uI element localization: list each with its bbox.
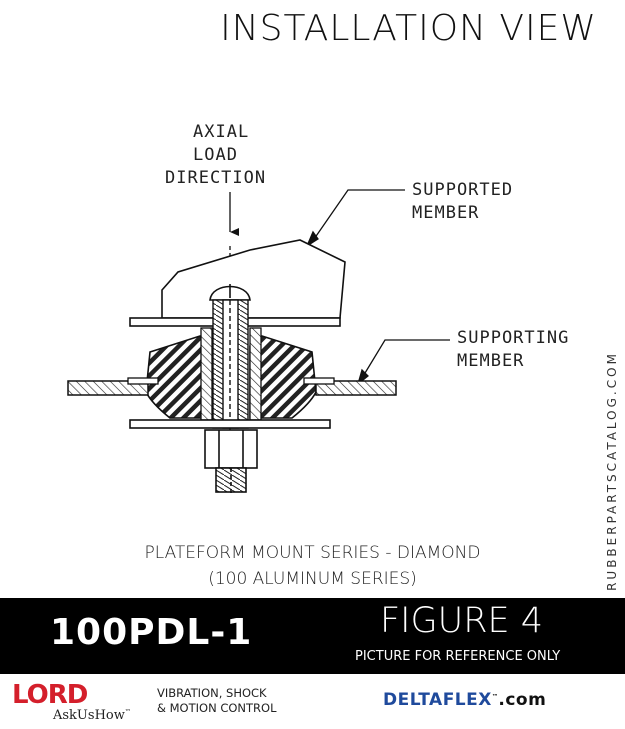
axial-load-label-line1: AXIAL xyxy=(193,122,249,142)
deltaflex-part-1: DELTA xyxy=(383,690,443,710)
part-number: 100PDL-1 xyxy=(50,612,253,653)
supporting-member-label-line1: SUPPORTING xyxy=(457,328,569,348)
deltaflex-logo[interactable]: DELTAFLEX™.com xyxy=(383,690,546,710)
plate-edges xyxy=(127,377,335,385)
lord-tagline: AskUsHow™ xyxy=(53,708,131,723)
watermark: RUBBERPARTSCATALOG.COM xyxy=(605,346,619,596)
caption-line-1: PLATEFORM MOUNT SERIES - DIAMOND xyxy=(144,543,481,563)
vibration-line-2: & MOTION CONTROL xyxy=(157,701,277,715)
lord-tagline-mark: ™ xyxy=(124,708,131,716)
nut xyxy=(204,429,258,494)
figure-label: FIGURE 4 xyxy=(380,601,544,641)
deltaflex-part-2: FLEX xyxy=(442,690,492,710)
axial-load-label-line2: LOAD xyxy=(193,145,238,165)
supported-member-label-line1: SUPPORTED xyxy=(412,180,513,200)
bottom-washer xyxy=(129,419,331,429)
bolt xyxy=(212,299,249,430)
reference-note: PICTURE FOR REFERENCE ONLY xyxy=(355,649,561,664)
caption-line-2: (100 ALUMINUM SERIES) xyxy=(208,569,417,589)
axial-load-label-line3: DIRECTION xyxy=(165,168,266,188)
installation-drawing: AXIAL LOAD DIRECTION SUPPORTED MEMBER SU… xyxy=(67,122,569,494)
lord-tagline-text: AskUsHow xyxy=(53,708,125,723)
lord-logo[interactable]: LORD xyxy=(12,680,88,710)
title-band: 100PDL-1 FIGURE 4 PICTURE FOR REFERENCE … xyxy=(0,598,625,674)
page-title: INSTALLATION VIEW xyxy=(220,8,597,49)
supported-member-leader xyxy=(305,189,405,248)
supporting-member-leader xyxy=(356,339,450,386)
supported-member-label-line2: MEMBER xyxy=(412,203,479,223)
supporting-member xyxy=(67,380,397,396)
vibration-tagline: VIBRATION, SHOCK & MOTION CONTROL xyxy=(157,686,276,716)
vibration-line-1: VIBRATION, SHOCK xyxy=(157,686,267,700)
deltaflex-mark: ™ xyxy=(491,693,499,701)
rubber-element-right xyxy=(249,335,317,419)
supporting-member-label-line2: MEMBER xyxy=(457,351,524,371)
watermark-text: RUBBERPARTSCATALOG.COM xyxy=(605,351,619,591)
deltaflex-part-3: .com xyxy=(498,690,547,710)
footer: LORD AskUsHow™ VIBRATION, SHOCK & MOTION… xyxy=(0,674,625,729)
